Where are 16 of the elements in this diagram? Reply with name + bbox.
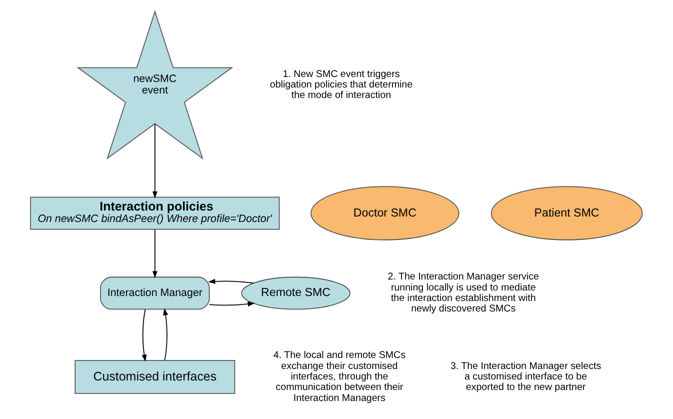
label: 1. New SMC event triggers obligation policies that determine the mode of interaction bbox=[270, 68, 413, 102]
node-ellipse: Patient SMC bbox=[490, 186, 643, 240]
arrow bbox=[208, 278, 254, 284]
arrow bbox=[152, 229, 158, 278]
arrow bbox=[163, 308, 168, 361]
arrow bbox=[152, 123, 158, 198]
node-ellipse: Doctor SMC bbox=[310, 186, 460, 240]
node-box: Customised interfaces bbox=[74, 360, 236, 394]
label: 4. The local and remote SMCs exchange their customised interfaces, through the communication between their Interaction Managers bbox=[273, 350, 406, 404]
node-box: Interaction policies On newSMC bindAsPeer() Where profile='Doctor' bbox=[30, 196, 280, 230]
label: 2. The Interaction Manager service running locally is used to mediate the interaction establishment with newly discovered SMCs bbox=[388, 272, 539, 315]
node-box: Interaction Manager bbox=[100, 276, 210, 310]
arrow bbox=[142, 309, 147, 362]
node-ellipse: Remote SMC bbox=[241, 276, 350, 310]
arrow bbox=[208, 302, 255, 306]
label: 3. The Interaction Manager selects a customised interface to be exported to the new partner bbox=[450, 360, 602, 394]
